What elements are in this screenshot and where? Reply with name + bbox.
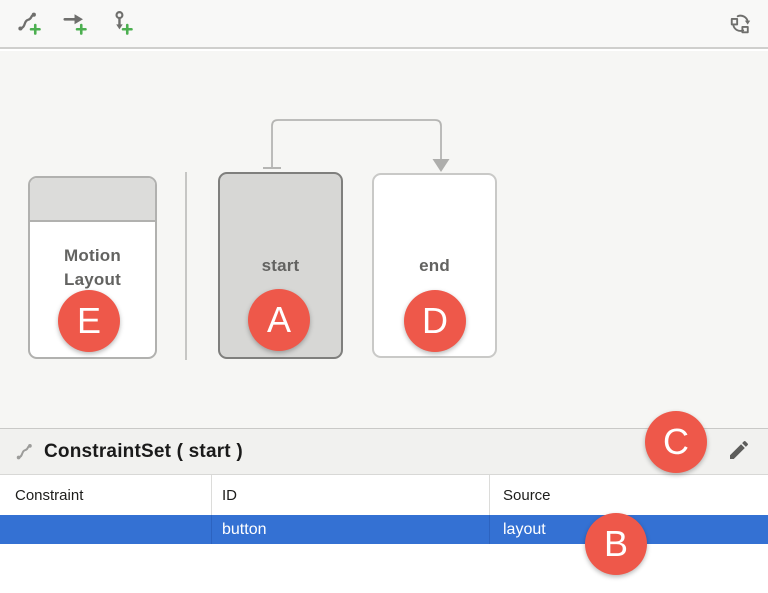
constraint-set-panel: ConstraintSet ( start ) Constraint ID So…	[0, 428, 768, 593]
constraint-set-panel-header: ConstraintSet ( start )	[0, 428, 768, 475]
transition-connector-arrow[interactable]	[0, 51, 768, 428]
motion-path-plus-icon	[15, 9, 41, 38]
end-card-label: end	[419, 255, 450, 275]
add-click-swipe-handler-button[interactable]	[105, 9, 135, 39]
touch-plus-icon	[107, 9, 133, 38]
column-header-constraint[interactable]: Constraint	[0, 475, 212, 515]
annotation-badge-c: C	[645, 411, 707, 473]
cell-constraint[interactable]	[0, 515, 212, 544]
constraint-table: Constraint ID Source button layout	[0, 475, 768, 544]
constraint-set-card-start[interactable]: start	[218, 172, 343, 359]
annotation-badge-d: D	[404, 290, 466, 352]
panel-title: ConstraintSet ( start )	[44, 440, 243, 462]
annotation-badge-e: E	[58, 290, 120, 352]
annotation-badge-b: B	[585, 513, 647, 575]
add-transition-button[interactable]	[59, 9, 89, 39]
constraint-table-selected-row[interactable]: button layout	[0, 515, 768, 544]
motion-layout-card-header	[30, 178, 155, 222]
motion-layout-card[interactable]: Motion Layout	[28, 176, 157, 359]
motion-overview-canvas: Motion Layout start end	[0, 51, 768, 428]
motion-editor-toolbar	[0, 0, 768, 49]
constraint-set-divider	[185, 172, 187, 360]
column-header-source[interactable]: Source	[503, 486, 551, 504]
add-constraint-set-button[interactable]	[13, 9, 43, 39]
start-card-label: start	[261, 255, 300, 275]
toolbar-right-group	[725, 9, 755, 39]
toolbar-left-group	[13, 9, 135, 39]
motion-layout-card-label: Motion Layout	[64, 246, 121, 289]
cell-source[interactable]: layout	[503, 520, 546, 538]
column-header-id[interactable]: ID	[212, 475, 490, 515]
motion-layout-card-body: Motion Layout	[30, 222, 155, 357]
constraint-table-header-row: Constraint ID Source	[0, 475, 768, 515]
motion-path-icon	[14, 441, 36, 463]
edit-constraint-set-button[interactable]	[724, 437, 754, 467]
cell-id[interactable]: button	[212, 515, 490, 544]
arrow-plus-icon	[61, 9, 87, 38]
annotation-badge-a: A	[248, 289, 310, 351]
cycle-icon	[728, 10, 753, 38]
cycle-layout-button[interactable]	[725, 9, 755, 39]
pencil-icon	[727, 438, 751, 465]
